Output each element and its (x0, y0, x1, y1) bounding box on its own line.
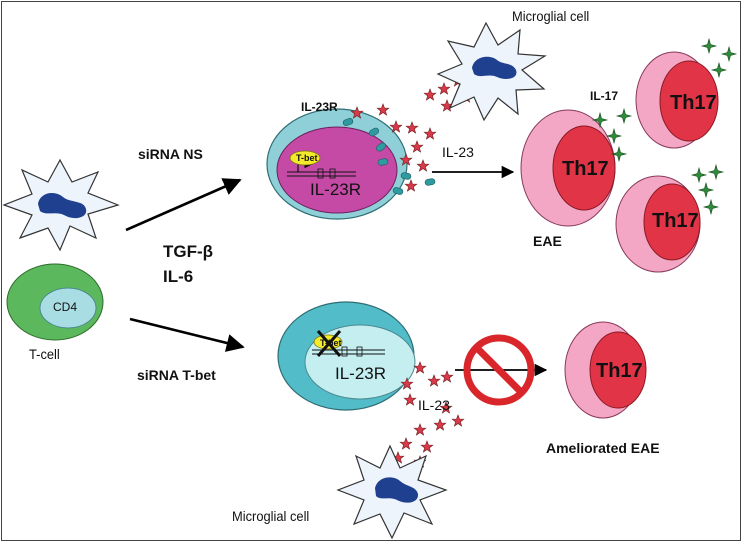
label-th17-2: Th17 (670, 92, 717, 114)
label-il6: IL-6 (163, 267, 194, 286)
label-il23r-bottom: IL-23R (335, 364, 387, 383)
cytokine-star-icon (376, 103, 390, 116)
microglia-nucleus (38, 192, 87, 219)
cytokine-star-icon (399, 437, 413, 450)
label-th17-3: Th17 (652, 210, 699, 232)
th17-cell-3 (615, 175, 701, 273)
top-cell (266, 108, 408, 220)
arrow-sirna-tbet (129, 317, 245, 352)
cytokine-star-icon (427, 374, 441, 387)
t-cell (6, 263, 104, 341)
label-microglial-bottom: Microglial cell (232, 508, 310, 524)
label-tbet-top: T-bet (296, 153, 318, 163)
cytokine-star-icon (413, 361, 427, 374)
label-ameliorated-eae: Ameliorated EAE (546, 440, 660, 456)
label-tcell: T-cell (29, 346, 60, 362)
label-il23r-receptor: IL-23R (301, 100, 338, 114)
cytokine-star-icon (437, 82, 451, 95)
label-eae: EAE (533, 233, 562, 249)
label-microglial-top: Microglial cell (512, 8, 590, 24)
th17-cell-2 (635, 51, 719, 149)
label-th17-1: Th17 (562, 158, 609, 180)
label-il17: IL-17 (590, 89, 619, 103)
il17-star-icon (691, 167, 707, 183)
microglial-cell-bottom (336, 444, 448, 540)
th17-cell-1 (520, 109, 616, 227)
il17-star-icon (721, 46, 737, 62)
cytokine-star-icon (413, 423, 427, 436)
cytokine-star-icon (423, 88, 437, 101)
label-il23-bottom: IL-23 (418, 397, 450, 413)
microglia-nucleus (472, 56, 517, 79)
il17-star-icon (703, 199, 719, 215)
label-tbet-bottom: T-bet (320, 338, 342, 348)
microglial-cell-top (436, 21, 547, 122)
il17-star-icon (698, 182, 714, 198)
label-il23r-top: IL-23R (310, 180, 362, 199)
cytokine-star-icon (405, 121, 419, 134)
cytokine-star-icon (404, 179, 418, 192)
cytokine-star-icon (440, 370, 454, 383)
cytokine-star-icon (451, 414, 465, 427)
th17-cell-bottom (564, 321, 647, 419)
il17-star-icon (708, 164, 724, 180)
label-cd4: CD4 (53, 300, 78, 314)
label-th17-bottom: Th17 (596, 360, 643, 382)
cytokine-star-icon (410, 140, 424, 153)
label-sirna-ns: siRNA NS (138, 146, 203, 162)
tbet-oval-top (289, 150, 321, 166)
cytokine-star-icon (423, 127, 437, 140)
microglial-cell-left (2, 158, 120, 252)
cytokine-star-icon (416, 159, 430, 172)
label-sirna-tbet: siRNA T-bet (137, 367, 216, 383)
cytokine-star-icon (433, 418, 447, 431)
no-symbol-icon (463, 334, 535, 406)
cytokine-star-icon (403, 393, 417, 406)
cytokine-star-icon (420, 440, 434, 453)
il17-star-icon (616, 108, 632, 124)
microglia-nucleus (375, 477, 419, 503)
arrow-sirna-ns (125, 178, 242, 232)
il17-star-icon (711, 62, 727, 78)
tbet-cross (316, 330, 342, 357)
receptor-icon (424, 177, 436, 187)
il17-star-icon (701, 38, 717, 54)
label-tgf-beta: TGF-β (163, 242, 214, 261)
label-il23-top: IL-23 (442, 144, 474, 160)
bottom-cell (277, 301, 416, 411)
